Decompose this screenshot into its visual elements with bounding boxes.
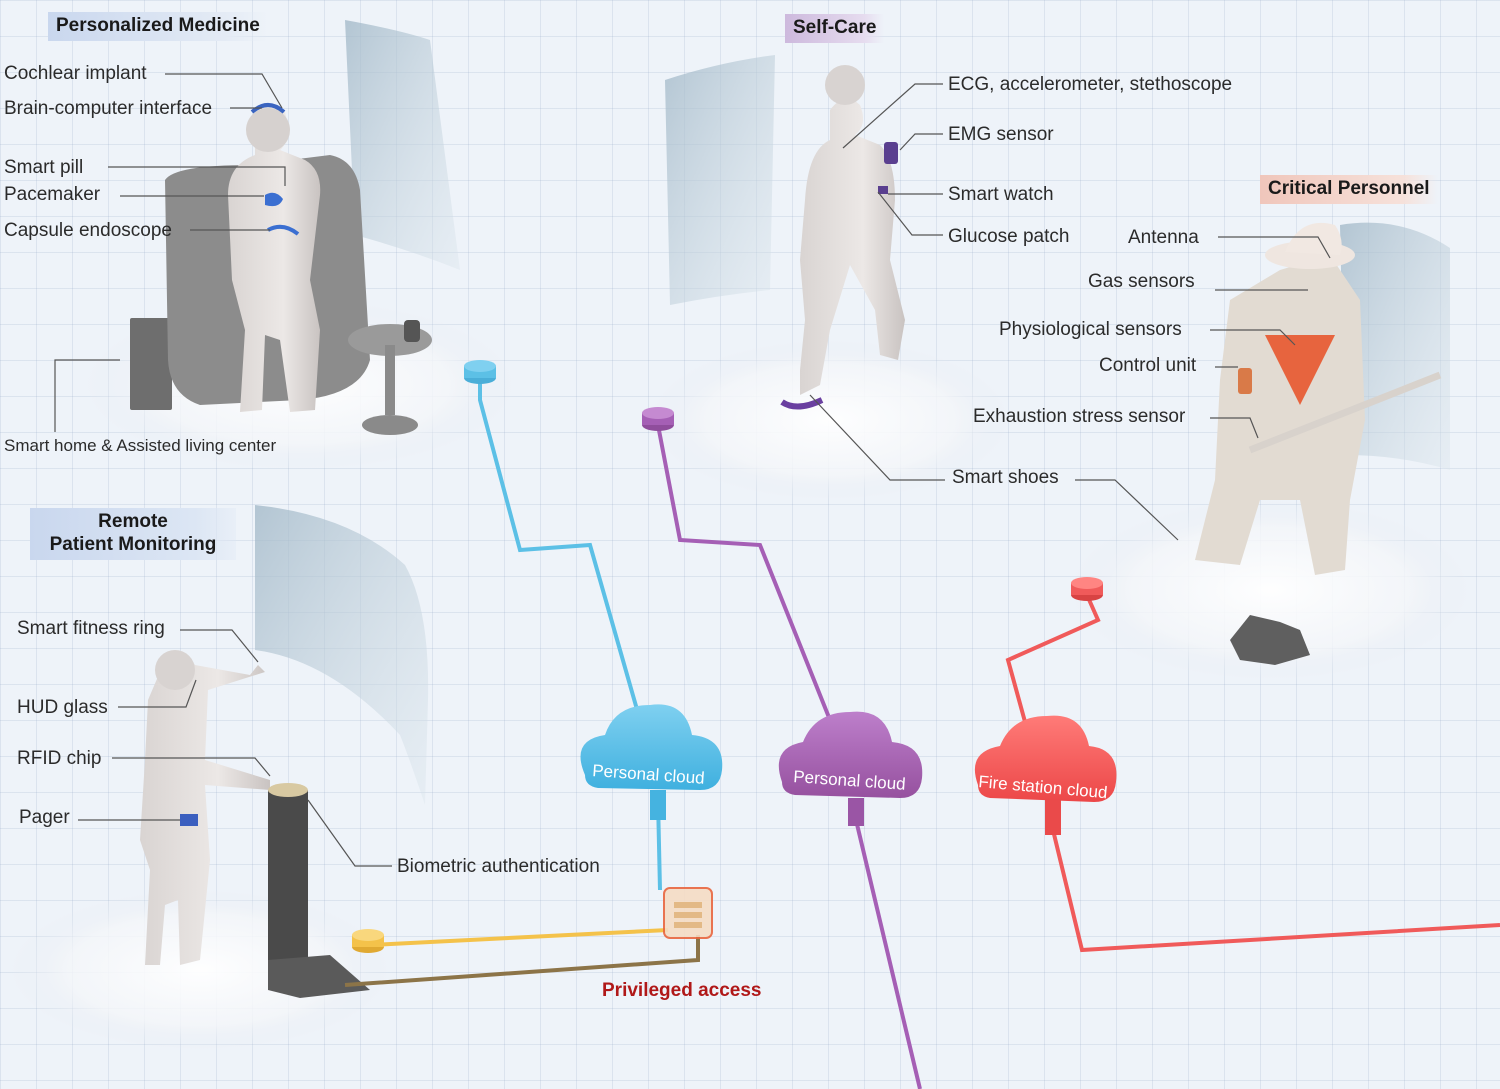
firefighter-tool <box>1248 371 1442 454</box>
runner-head <box>825 65 865 105</box>
label-hud-glass: HUD glass <box>17 697 108 718</box>
label-glucose-patch: Glucose patch <box>948 226 1070 247</box>
woman-figure <box>140 655 270 965</box>
leader-smart-home <box>54 359 120 432</box>
bci-device <box>250 103 286 114</box>
section-remote-patient-monitoring: Remote Patient Monitoring <box>30 508 236 560</box>
label-smart-shoes: Smart shoes <box>952 467 1059 488</box>
runner-figure <box>800 98 905 396</box>
yellow-access-line <box>369 928 669 947</box>
yellow-node <box>352 929 384 953</box>
label-rfid-chip: RFID chip <box>17 748 102 769</box>
label-pacemaker: Pacemaker <box>4 184 101 205</box>
label-smart-fitness-ring: Smart fitness ring <box>17 618 165 639</box>
pager-device <box>180 814 198 826</box>
label-control-unit: Control unit <box>1099 355 1197 376</box>
label-ecg: ECG, accelerometer, stethoscope <box>948 74 1233 95</box>
label-capsule-endoscope: Capsule endoscope <box>4 220 172 241</box>
red-connection-line <box>1005 594 1101 741</box>
purple-node <box>642 407 674 431</box>
section-self-care: Self-Care <box>785 14 885 43</box>
leader-emg <box>899 133 943 151</box>
hologram-screen-critical-personnel <box>1340 222 1450 470</box>
brown-access-line <box>344 935 700 987</box>
capsule-endoscope-device <box>267 224 300 236</box>
control-unit-device <box>1238 368 1252 394</box>
personal-cloud-purple: Personal cloud <box>778 711 923 826</box>
leader-ecg <box>842 83 943 149</box>
privileged-access-box <box>663 887 713 939</box>
patient-head <box>246 108 290 152</box>
label-brain-computer-interface: Brain-computer interface <box>4 98 213 119</box>
fire-station-cloud: Fire station cloud <box>974 715 1117 835</box>
blue-connection-line <box>478 378 642 721</box>
label-smart-watch: Smart watch <box>948 184 1054 205</box>
leader-smart-pill <box>108 166 286 186</box>
leader-rfid <box>112 757 271 777</box>
section-remote-line2: Patient Monitoring <box>49 533 217 555</box>
leader-antenna <box>1218 236 1331 259</box>
biometric-pillar-top <box>268 783 308 797</box>
biometric-pillar <box>268 790 308 990</box>
platform-self-care <box>650 340 1010 500</box>
fire-rocks <box>1230 615 1310 665</box>
label-exhaustion-stress-sensor: Exhaustion stress sensor <box>973 406 1186 427</box>
label-gas-sensors: Gas sensors <box>1088 271 1195 292</box>
leader-physio <box>1210 329 1296 346</box>
section-personalized-medicine: Personalized Medicine <box>48 12 268 41</box>
purple-connection-line <box>656 424 832 721</box>
personal-cloud-blue: Personal cloud <box>580 704 723 820</box>
cabinet-shape <box>130 318 172 410</box>
firefighter-helmet-top <box>1285 222 1342 255</box>
hologram-screen-remote-monitoring <box>255 505 429 805</box>
platform-critical-personnel <box>1070 500 1470 680</box>
smart-shoe-left <box>780 397 824 410</box>
hologram-screen-personalized-medicine <box>345 20 460 270</box>
physiological-sensor-vest <box>1265 335 1335 405</box>
label-physiological-sensors: Physiological sensors <box>999 319 1182 340</box>
label-biometric-authentication: Biometric authentication <box>397 856 600 877</box>
pacemaker-device <box>265 192 283 207</box>
leader-hud <box>118 679 197 708</box>
label-privileged-access: Privileged access <box>602 980 762 1001</box>
blue-node <box>464 360 496 384</box>
hologram-screen-self-care <box>665 55 775 305</box>
leader-exhaustion <box>1210 417 1259 439</box>
leader-ring <box>180 629 259 663</box>
label-smart-home: Smart home & Assisted living center <box>4 436 277 455</box>
label-smart-pill: Smart pill <box>4 157 84 178</box>
side-table-leg <box>385 345 395 415</box>
side-table-base <box>362 415 418 435</box>
purple-cloud-down-line <box>854 819 922 1089</box>
label-cochlear-implant: Cochlear implant <box>4 63 147 84</box>
smart-speaker <box>404 320 420 342</box>
leader-glucose <box>877 191 943 236</box>
red-cloud-out-line <box>1051 829 1500 953</box>
section-remote-line1: Remote <box>98 511 168 532</box>
leader-cochlear <box>165 73 283 109</box>
label-antenna: Antenna <box>1128 227 1199 248</box>
leader-shoes <box>809 394 945 481</box>
leader-shoes-firefighter <box>1075 479 1179 541</box>
emg-band <box>884 142 898 164</box>
section-critical-personnel: Critical Personnel <box>1260 175 1438 204</box>
leader-biometric <box>307 799 392 867</box>
label-emg-sensor: EMG sensor <box>948 124 1054 145</box>
red-node <box>1071 577 1103 601</box>
patient-figure <box>228 105 321 412</box>
woman-head <box>155 650 195 690</box>
label-pager: Pager <box>19 807 70 828</box>
biometric-pillar-base <box>268 955 370 998</box>
smart-watch-device <box>878 186 888 194</box>
